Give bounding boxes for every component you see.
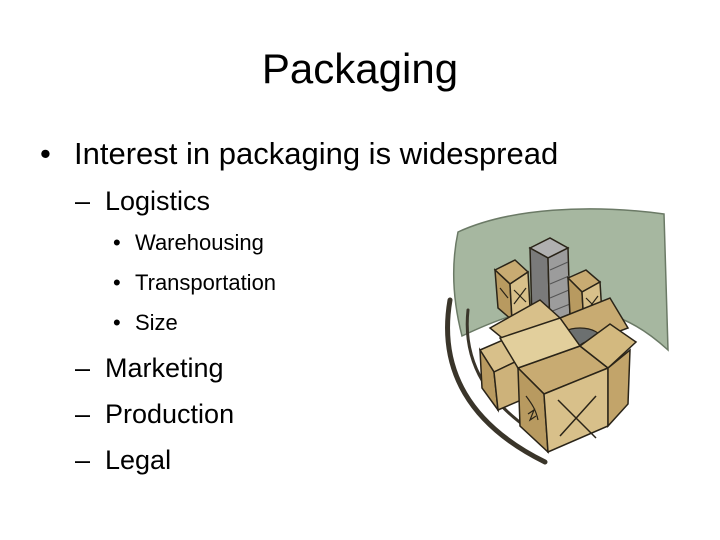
sub-sub-bullet-transportation: • Transportation bbox=[113, 270, 276, 296]
sub-sub-bullet-text: Warehousing bbox=[135, 230, 264, 255]
clipart-swoosh-outer bbox=[445, 297, 548, 465]
dash-mark: – bbox=[75, 445, 91, 475]
sub-sub-bullet-size: • Size bbox=[113, 310, 178, 336]
slide-title: Packaging bbox=[261, 45, 459, 92]
bullet-mark: • bbox=[113, 270, 121, 295]
sub-sub-bullet-text: Transportation bbox=[135, 270, 277, 295]
dash-mark: – bbox=[75, 186, 91, 216]
sub-bullet-marketing: –Marketing bbox=[75, 352, 224, 384]
bullet-mark: • bbox=[113, 310, 121, 335]
sub-bullet-production: –Production bbox=[75, 398, 234, 430]
sub-bullet-legal: –Legal bbox=[75, 444, 171, 476]
dash-mark: – bbox=[75, 353, 91, 383]
sub-sub-bullet-warehousing: • Warehousing bbox=[113, 230, 264, 256]
sub-bullet-text: Production bbox=[105, 399, 235, 429]
main-bullet: • Interest in packaging is widespread bbox=[40, 135, 558, 173]
bullet-mark: • bbox=[40, 136, 51, 171]
packing-boxes-clipart-icon bbox=[445, 208, 669, 465]
dash-mark: – bbox=[75, 399, 91, 429]
sub-sub-bullet-text: Size bbox=[135, 310, 178, 335]
sub-bullet-text: Legal bbox=[105, 445, 172, 475]
sub-bullet-text: Marketing bbox=[105, 353, 224, 383]
main-bullet-text: Interest in packaging is widespread bbox=[74, 136, 559, 171]
sub-bullet-logistics: –Logistics bbox=[75, 185, 210, 217]
bullet-mark: • bbox=[113, 230, 121, 255]
sub-bullet-text: Logistics bbox=[105, 186, 211, 216]
